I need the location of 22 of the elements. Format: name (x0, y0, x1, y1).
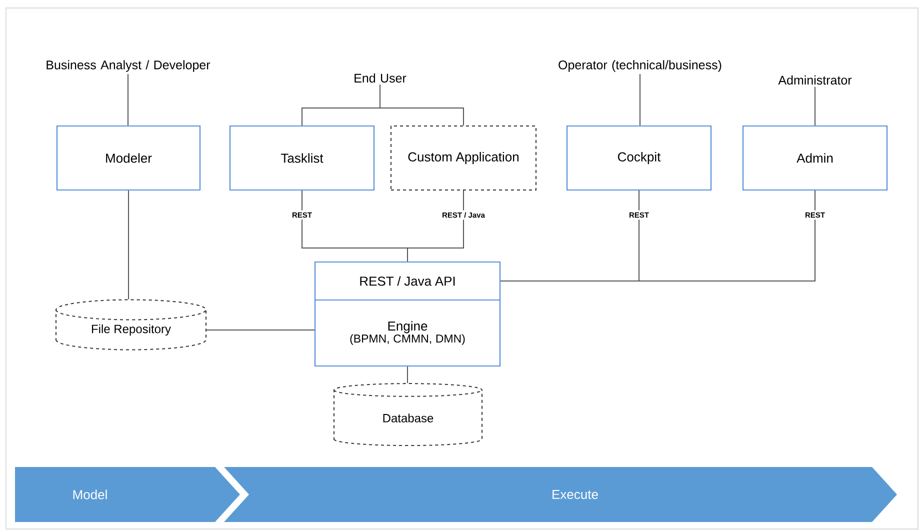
connector-line (407, 190, 464, 262)
connector-line (500, 190, 816, 282)
role-label: Administrator (778, 75, 852, 85)
role-label: Business Analyst / Developer (46, 60, 210, 72)
connector-line (128, 190, 129, 300)
component-box: Admin (742, 125, 888, 191)
phase-chevron: Model (15, 467, 240, 522)
connector-line (814, 86, 816, 126)
api-box: REST / Java API (314, 261, 501, 301)
connector-line (380, 84, 464, 126)
role-label: End User (354, 73, 406, 83)
storage-cylinder: File Repository (56, 299, 206, 350)
component-box: Custom Application (390, 126, 536, 190)
component-box: Tasklist (229, 125, 375, 191)
component-box: Cockpit (566, 125, 712, 191)
node-label: Execute (552, 490, 598, 500)
component-box: Modeler (56, 125, 201, 191)
connector-line (407, 366, 408, 384)
role-label: Operator (technical/business) (558, 60, 722, 72)
storage-cylinder: Database (334, 383, 482, 446)
node-label: Model (73, 490, 107, 500)
engine-box: Engine (BPMN, CMMN, DMN) (314, 299, 501, 367)
